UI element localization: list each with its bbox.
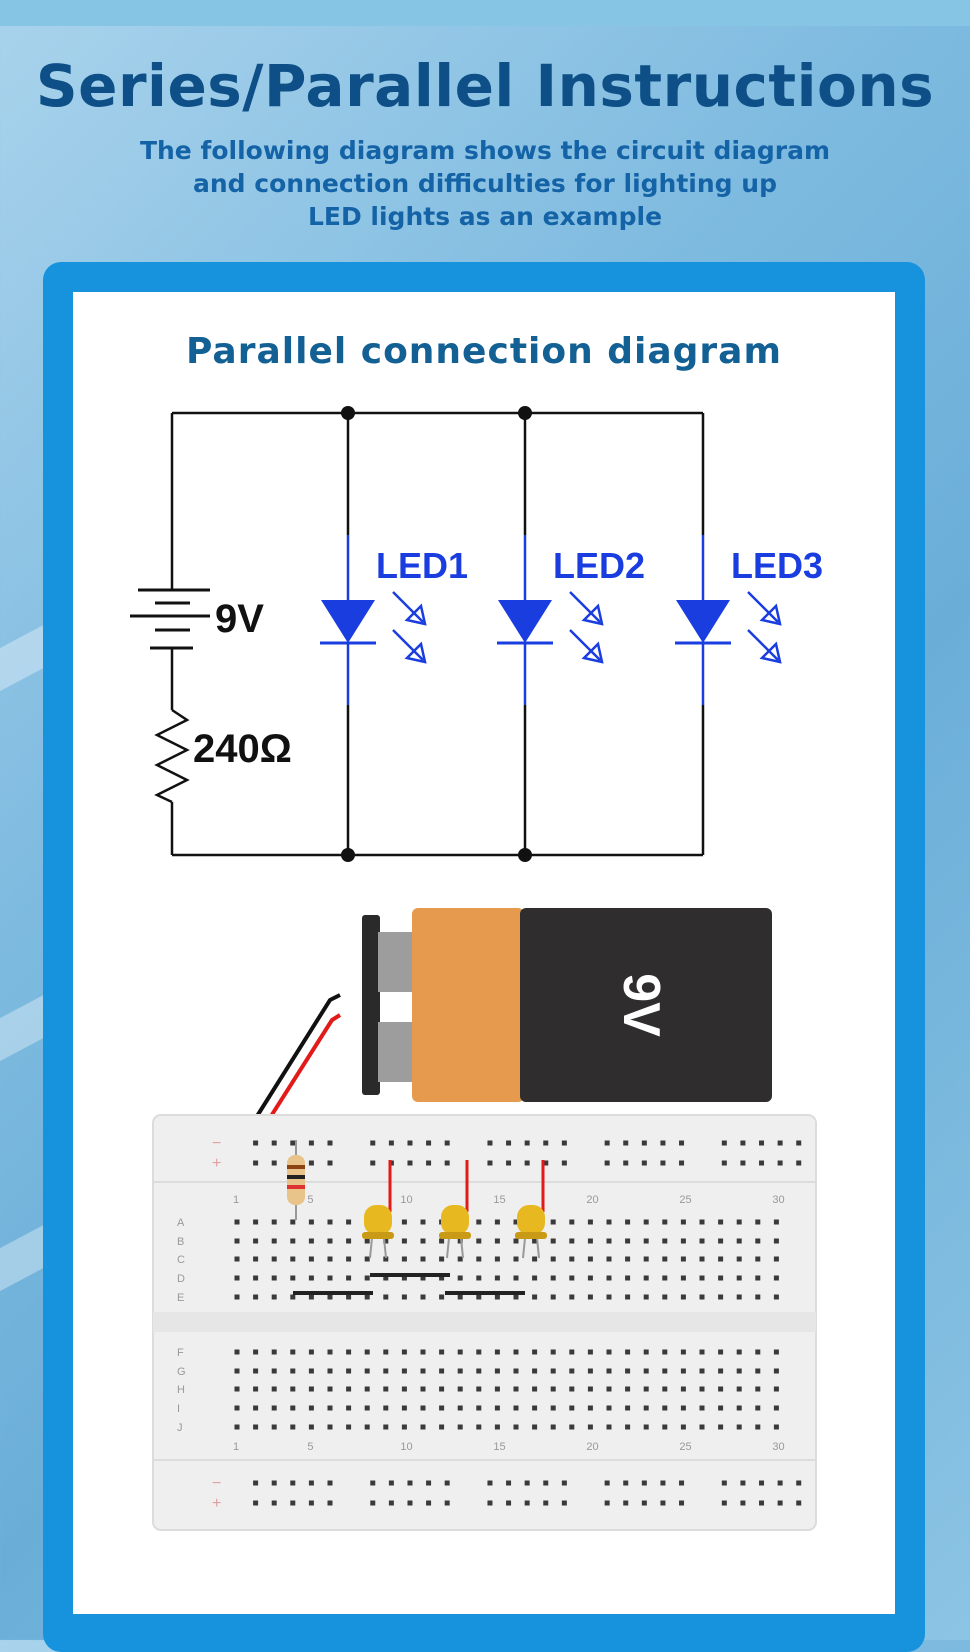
row-letter: A bbox=[177, 1217, 185, 1229]
column-number: 1 bbox=[233, 1194, 239, 1206]
column-number: 1 bbox=[233, 1441, 239, 1453]
junction-dots bbox=[341, 406, 532, 862]
led-component bbox=[439, 1205, 471, 1259]
subtitle-line: LED lights as an example bbox=[307, 202, 663, 231]
led-component bbox=[362, 1205, 394, 1259]
column-number: 5 bbox=[307, 1441, 313, 1453]
top-band bbox=[0, 0, 970, 26]
parallel-circuit-schematic: 9V 240Ω LED1 LED2 LED3 bbox=[130, 406, 823, 862]
row-letter: B bbox=[177, 1236, 184, 1248]
hole-row bbox=[253, 1500, 802, 1506]
column-number: 15 bbox=[493, 1441, 505, 1453]
battery-label: 9V bbox=[215, 597, 264, 641]
hole-row bbox=[234, 1349, 779, 1355]
hole-row bbox=[253, 1140, 802, 1146]
rail-plus-bottom: + bbox=[212, 1495, 221, 1512]
resistor-label: 240Ω bbox=[193, 727, 292, 771]
row-letter: F bbox=[177, 1347, 184, 1359]
led-label: LED2 bbox=[553, 545, 645, 586]
column-number: 15 bbox=[493, 1194, 505, 1206]
row-letter: E bbox=[177, 1292, 184, 1304]
row-letter: J bbox=[177, 1422, 183, 1434]
led-symbol: LED3 bbox=[675, 535, 823, 705]
column-number: 10 bbox=[400, 1441, 412, 1453]
battery-9v-image: 9V bbox=[362, 908, 772, 1102]
rail-plus-top: + bbox=[212, 1155, 221, 1172]
hole-row bbox=[234, 1368, 779, 1374]
row-letter: H bbox=[177, 1384, 185, 1396]
hole-row bbox=[234, 1424, 779, 1430]
battery-symbol bbox=[130, 588, 210, 650]
card-title: Parallel connection diagram bbox=[186, 331, 782, 372]
column-number: 30 bbox=[772, 1441, 784, 1453]
led-label: LED1 bbox=[376, 545, 468, 586]
resistor-symbol bbox=[154, 708, 190, 804]
hole-row bbox=[234, 1386, 779, 1392]
black-wire bbox=[235, 993, 341, 1150]
subtitle-line: and connection difficulties for lighting… bbox=[193, 169, 777, 198]
led-symbol: LED2 bbox=[497, 535, 645, 705]
column-number: 20 bbox=[586, 1441, 598, 1453]
column-number: 25 bbox=[679, 1441, 691, 1453]
resistor-component bbox=[287, 1140, 305, 1220]
led-symbol: LED1 bbox=[320, 535, 468, 705]
row-letter: D bbox=[177, 1273, 185, 1285]
hole-row bbox=[234, 1256, 779, 1262]
row-letter: C bbox=[177, 1254, 185, 1266]
hole-row bbox=[234, 1405, 779, 1411]
page-title: Series/Parallel Instructions bbox=[35, 52, 935, 120]
column-number: 25 bbox=[679, 1194, 691, 1206]
led-component bbox=[515, 1205, 547, 1259]
rail-minus-bottom: − bbox=[212, 1475, 221, 1492]
hole-row bbox=[234, 1294, 779, 1300]
subtitle-line: The following diagram shows the circuit … bbox=[139, 136, 831, 165]
column-number: 10 bbox=[400, 1194, 412, 1206]
row-letter: I bbox=[177, 1403, 180, 1415]
page-subtitle: The following diagram shows the circuit … bbox=[125, 134, 845, 233]
row-letter: G bbox=[177, 1366, 186, 1378]
column-number: 20 bbox=[586, 1194, 598, 1206]
led-label: LED3 bbox=[731, 545, 823, 586]
column-number: 5 bbox=[307, 1194, 313, 1206]
battery-image-label: 9V bbox=[612, 973, 670, 1037]
hole-row bbox=[253, 1160, 802, 1166]
column-number: 30 bbox=[772, 1194, 784, 1206]
rail-minus-top: − bbox=[212, 1135, 221, 1152]
hole-row bbox=[253, 1480, 802, 1486]
hole-row bbox=[234, 1238, 779, 1244]
hole-row bbox=[234, 1275, 779, 1281]
